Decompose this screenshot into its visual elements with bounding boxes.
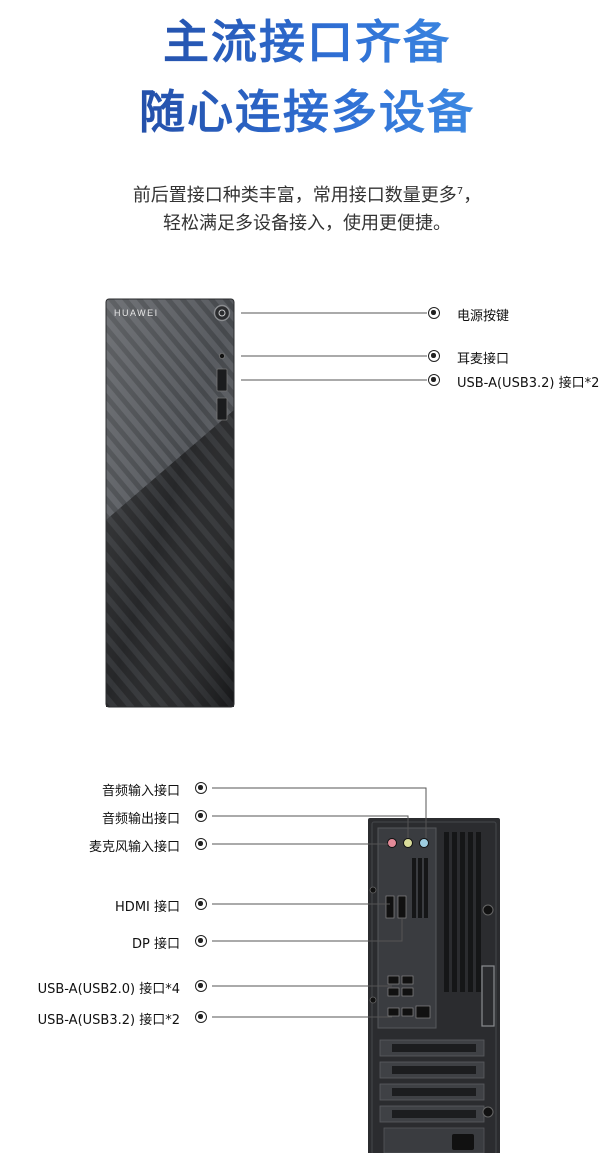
front-usb-port-1 <box>216 368 228 392</box>
rear-dp-port <box>397 895 407 919</box>
marker-hdmi <box>195 898 207 910</box>
headset-jack-icon <box>218 352 225 359</box>
description-line-1-text: 前后置接口种类丰富，常用接口数量更多 <box>132 185 457 206</box>
label-usb2: USB-A(USB2.0) 接口*4 <box>37 982 180 997</box>
rear-usb3-ports <box>387 1005 431 1019</box>
marker-headset <box>428 350 440 362</box>
label-power-button: 电源按键 <box>457 309 510 324</box>
marker-front-usb <box>428 374 440 386</box>
headline-line-1: 主流接口齐备 <box>0 6 614 72</box>
brand-logo: HUAWEI <box>114 308 159 318</box>
pc-front-case <box>105 298 235 708</box>
marker-usb2 <box>195 980 207 992</box>
label-usb3: USB-A(USB3.2) 接口*2 <box>37 1013 180 1028</box>
description-line-1: 前后置接口种类丰富，常用接口数量更多7， <box>0 176 614 212</box>
footnote-marker: 7 <box>456 186 464 197</box>
description-line-1-tail: ， <box>463 185 482 206</box>
rear-usb2-ports <box>387 975 414 997</box>
leader-audio-in <box>212 787 427 838</box>
power-button-icon <box>213 304 231 322</box>
leader-audio-out <box>212 815 409 838</box>
description-line-2: 轻松满足多设备接入，使用更便捷。 <box>163 213 451 234</box>
marker-audio-in <box>195 782 207 794</box>
label-audio-out: 音频输出接口 <box>101 812 180 827</box>
label-audio-in: 音频输入接口 <box>101 784 180 799</box>
label-headset-jack: 耳麦接口 <box>457 352 510 367</box>
label-hdmi: HDMI 接口 <box>115 900 180 915</box>
label-mic-in: 麦克风输入接口 <box>88 840 180 855</box>
label-front-usb: USB-A(USB3.2) 接口*2 <box>457 376 600 391</box>
headline-line-2: 随心连接多设备 <box>0 76 614 142</box>
front-usb-port-2 <box>216 397 228 421</box>
label-dp: DP 接口 <box>132 937 180 952</box>
rear-audio-jacks <box>387 838 429 848</box>
leader-dp <box>212 918 403 942</box>
marker-usb3 <box>195 1011 207 1023</box>
marker-power <box>428 307 440 319</box>
marker-dp <box>195 935 207 947</box>
marker-mic-in <box>195 838 207 850</box>
rear-hdmi-port <box>385 895 395 919</box>
marker-audio-out <box>195 810 207 822</box>
